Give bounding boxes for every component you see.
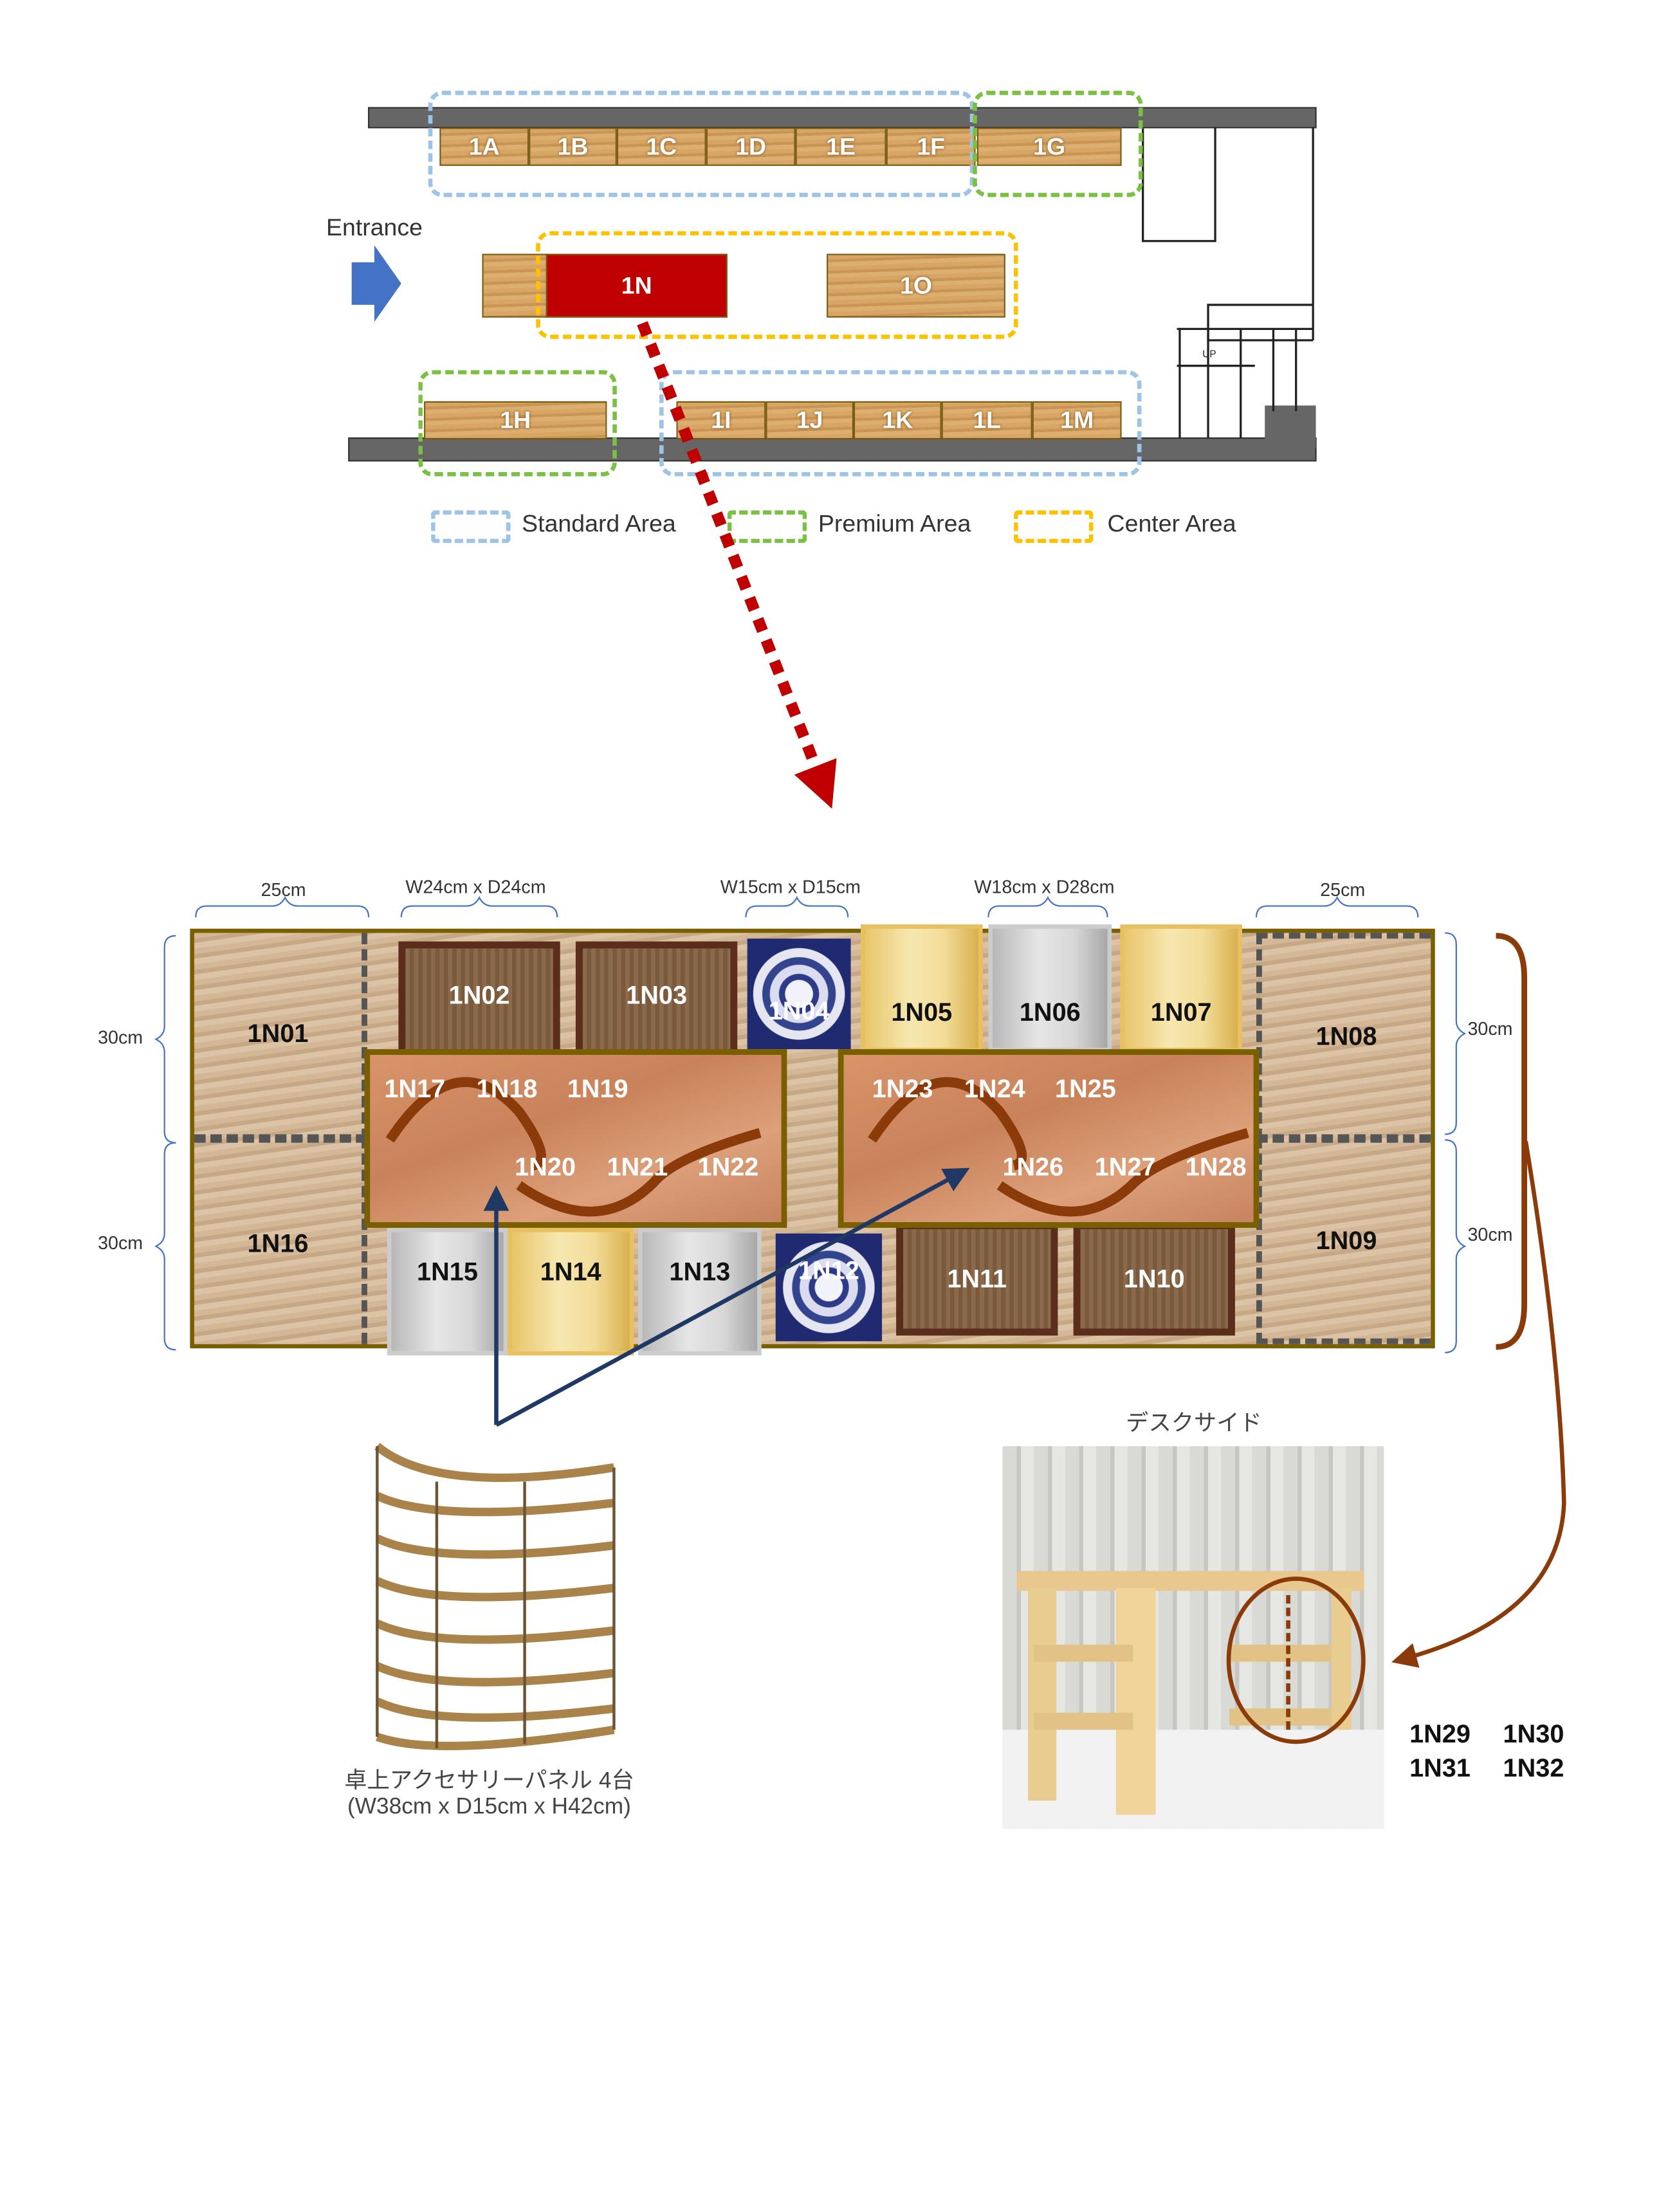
slot-1N21[interactable]: 1N21	[607, 1153, 668, 1182]
booth-1M[interactable]: 1M	[1032, 401, 1122, 440]
legend-center-label: Center Area	[1107, 510, 1236, 538]
slot-1N28[interactable]: 1N28	[1185, 1153, 1247, 1182]
slot-1N32[interactable]: 1N32	[1503, 1753, 1564, 1782]
desk-pointer-arrow-icon	[1391, 1140, 1566, 1668]
dimension-label: W24cm x D24cm	[405, 876, 546, 898]
desk-title: デスクサイド	[1126, 1412, 1262, 1436]
booth-1N-highlighted[interactable]: 1N	[545, 253, 728, 318]
booth-1H[interactable]: 1H	[424, 401, 607, 440]
accessory-panel-image	[374, 1443, 616, 1751]
slot-1N17[interactable]: 1N17	[384, 1074, 446, 1103]
booth-1A[interactable]: 1A	[439, 127, 529, 166]
premium-area-outline-top	[973, 91, 1143, 197]
booth-1C[interactable]: 1C	[616, 127, 706, 166]
booth-1K[interactable]: 1K	[853, 401, 942, 440]
slot-1N25[interactable]: 1N25	[1054, 1074, 1116, 1103]
panel-arc-marks	[868, 1077, 1249, 1217]
slot-1N10[interactable]: 1N10	[1073, 1222, 1235, 1336]
slot-1N16[interactable]: 1N16	[194, 1137, 367, 1344]
booth-1J[interactable]: 1J	[765, 401, 854, 440]
dimension-label: W15cm x D15cm	[720, 876, 861, 898]
slot-1N31[interactable]: 1N31	[1409, 1753, 1471, 1782]
dimension-label: 30cm	[1467, 1018, 1513, 1039]
desk-photo	[1002, 1446, 1384, 1829]
standard-area-outline-top	[428, 91, 975, 197]
legend-premium-swatch	[727, 510, 807, 544]
floor-plan-walls: UP	[348, 107, 1317, 462]
slot-1N18[interactable]: 1N18	[476, 1074, 538, 1103]
legend-premium-label: Premium Area	[818, 510, 971, 538]
slot-1N19[interactable]: 1N19	[567, 1074, 628, 1103]
booth-1O[interactable]: 1O	[827, 253, 1005, 318]
slot-1N26[interactable]: 1N26	[1002, 1153, 1064, 1182]
booth-1D[interactable]: 1D	[706, 127, 796, 166]
accessory-tray-left[interactable]: 1N17 1N18 1N19 1N20 1N21 1N22	[364, 1049, 787, 1228]
panel-pointer-arrow-icon	[495, 1167, 970, 1427]
panel-caption-line1: 卓上アクセサリーパネル 4台	[344, 1769, 634, 1794]
legend-standard-label: Standard Area	[522, 510, 676, 538]
accessory-tray-right[interactable]: 1N23 1N24 1N25 1N26 1N27 1N28	[838, 1049, 1260, 1228]
booth-1E[interactable]: 1E	[795, 127, 886, 166]
dimension-braces	[154, 895, 1467, 1354]
slot-1N12[interactable]: 1N12	[775, 1233, 883, 1342]
entrance-label: Entrance	[325, 214, 423, 241]
legend-standard-swatch	[431, 510, 511, 544]
height-brace-icon	[1496, 933, 1528, 1350]
center-area-outline	[536, 231, 1018, 339]
slot-1N05[interactable]: 1N05	[861, 924, 983, 1052]
dimension-label: 25cm	[261, 879, 306, 900]
dimension-label: 30cm	[98, 1026, 143, 1048]
premium-area-outline-bottom	[418, 370, 617, 477]
slot-1N29[interactable]: 1N29	[1409, 1719, 1471, 1748]
slot-1N23[interactable]: 1N23	[872, 1074, 933, 1103]
booth-1G[interactable]: 1G	[976, 127, 1122, 166]
stairs-label: UP	[1202, 349, 1216, 360]
slot-1N20[interactable]: 1N20	[515, 1153, 576, 1182]
entrance-arrow-icon	[351, 245, 401, 322]
standard-area-outline-bottom	[659, 370, 1142, 477]
slot-1N08[interactable]: 1N08	[1256, 933, 1431, 1140]
dimension-label: 25cm	[1320, 879, 1366, 900]
dimension-label: 30cm	[98, 1232, 143, 1254]
booth-1B[interactable]: 1B	[529, 127, 617, 166]
dimension-label: 30cm	[1467, 1223, 1513, 1245]
slot-1N09[interactable]: 1N09	[1256, 1137, 1431, 1344]
slot-1N30[interactable]: 1N30	[1503, 1719, 1564, 1748]
highlight-circle	[1226, 1577, 1366, 1744]
zoom-arrow-icon	[637, 321, 837, 809]
booth-1L[interactable]: 1L	[941, 401, 1032, 440]
slot-1N04[interactable]: 1N04	[747, 938, 851, 1050]
dimension-label: W18cm x D28cm	[974, 876, 1115, 898]
slot-1N24[interactable]: 1N24	[964, 1074, 1025, 1103]
panel-caption-line2: (W38cm x D15cm x H42cm)	[347, 1795, 631, 1820]
slot-1N01[interactable]: 1N01	[194, 933, 367, 1140]
slot-1N06[interactable]: 1N06	[988, 924, 1112, 1052]
slot-1N14[interactable]: 1N14	[508, 1227, 634, 1356]
panel-arc-marks	[385, 1077, 762, 1217]
slot-1N15[interactable]: 1N15	[387, 1227, 508, 1356]
panel-caption: 卓上アクセサリーパネル 4台 (W38cm x D15cm x H42cm)	[284, 1761, 695, 1821]
slot-1N27[interactable]: 1N27	[1094, 1153, 1156, 1182]
booth-1F[interactable]: 1F	[886, 127, 976, 166]
slot-1N22[interactable]: 1N22	[697, 1153, 759, 1182]
legend-center-swatch	[1014, 510, 1094, 544]
